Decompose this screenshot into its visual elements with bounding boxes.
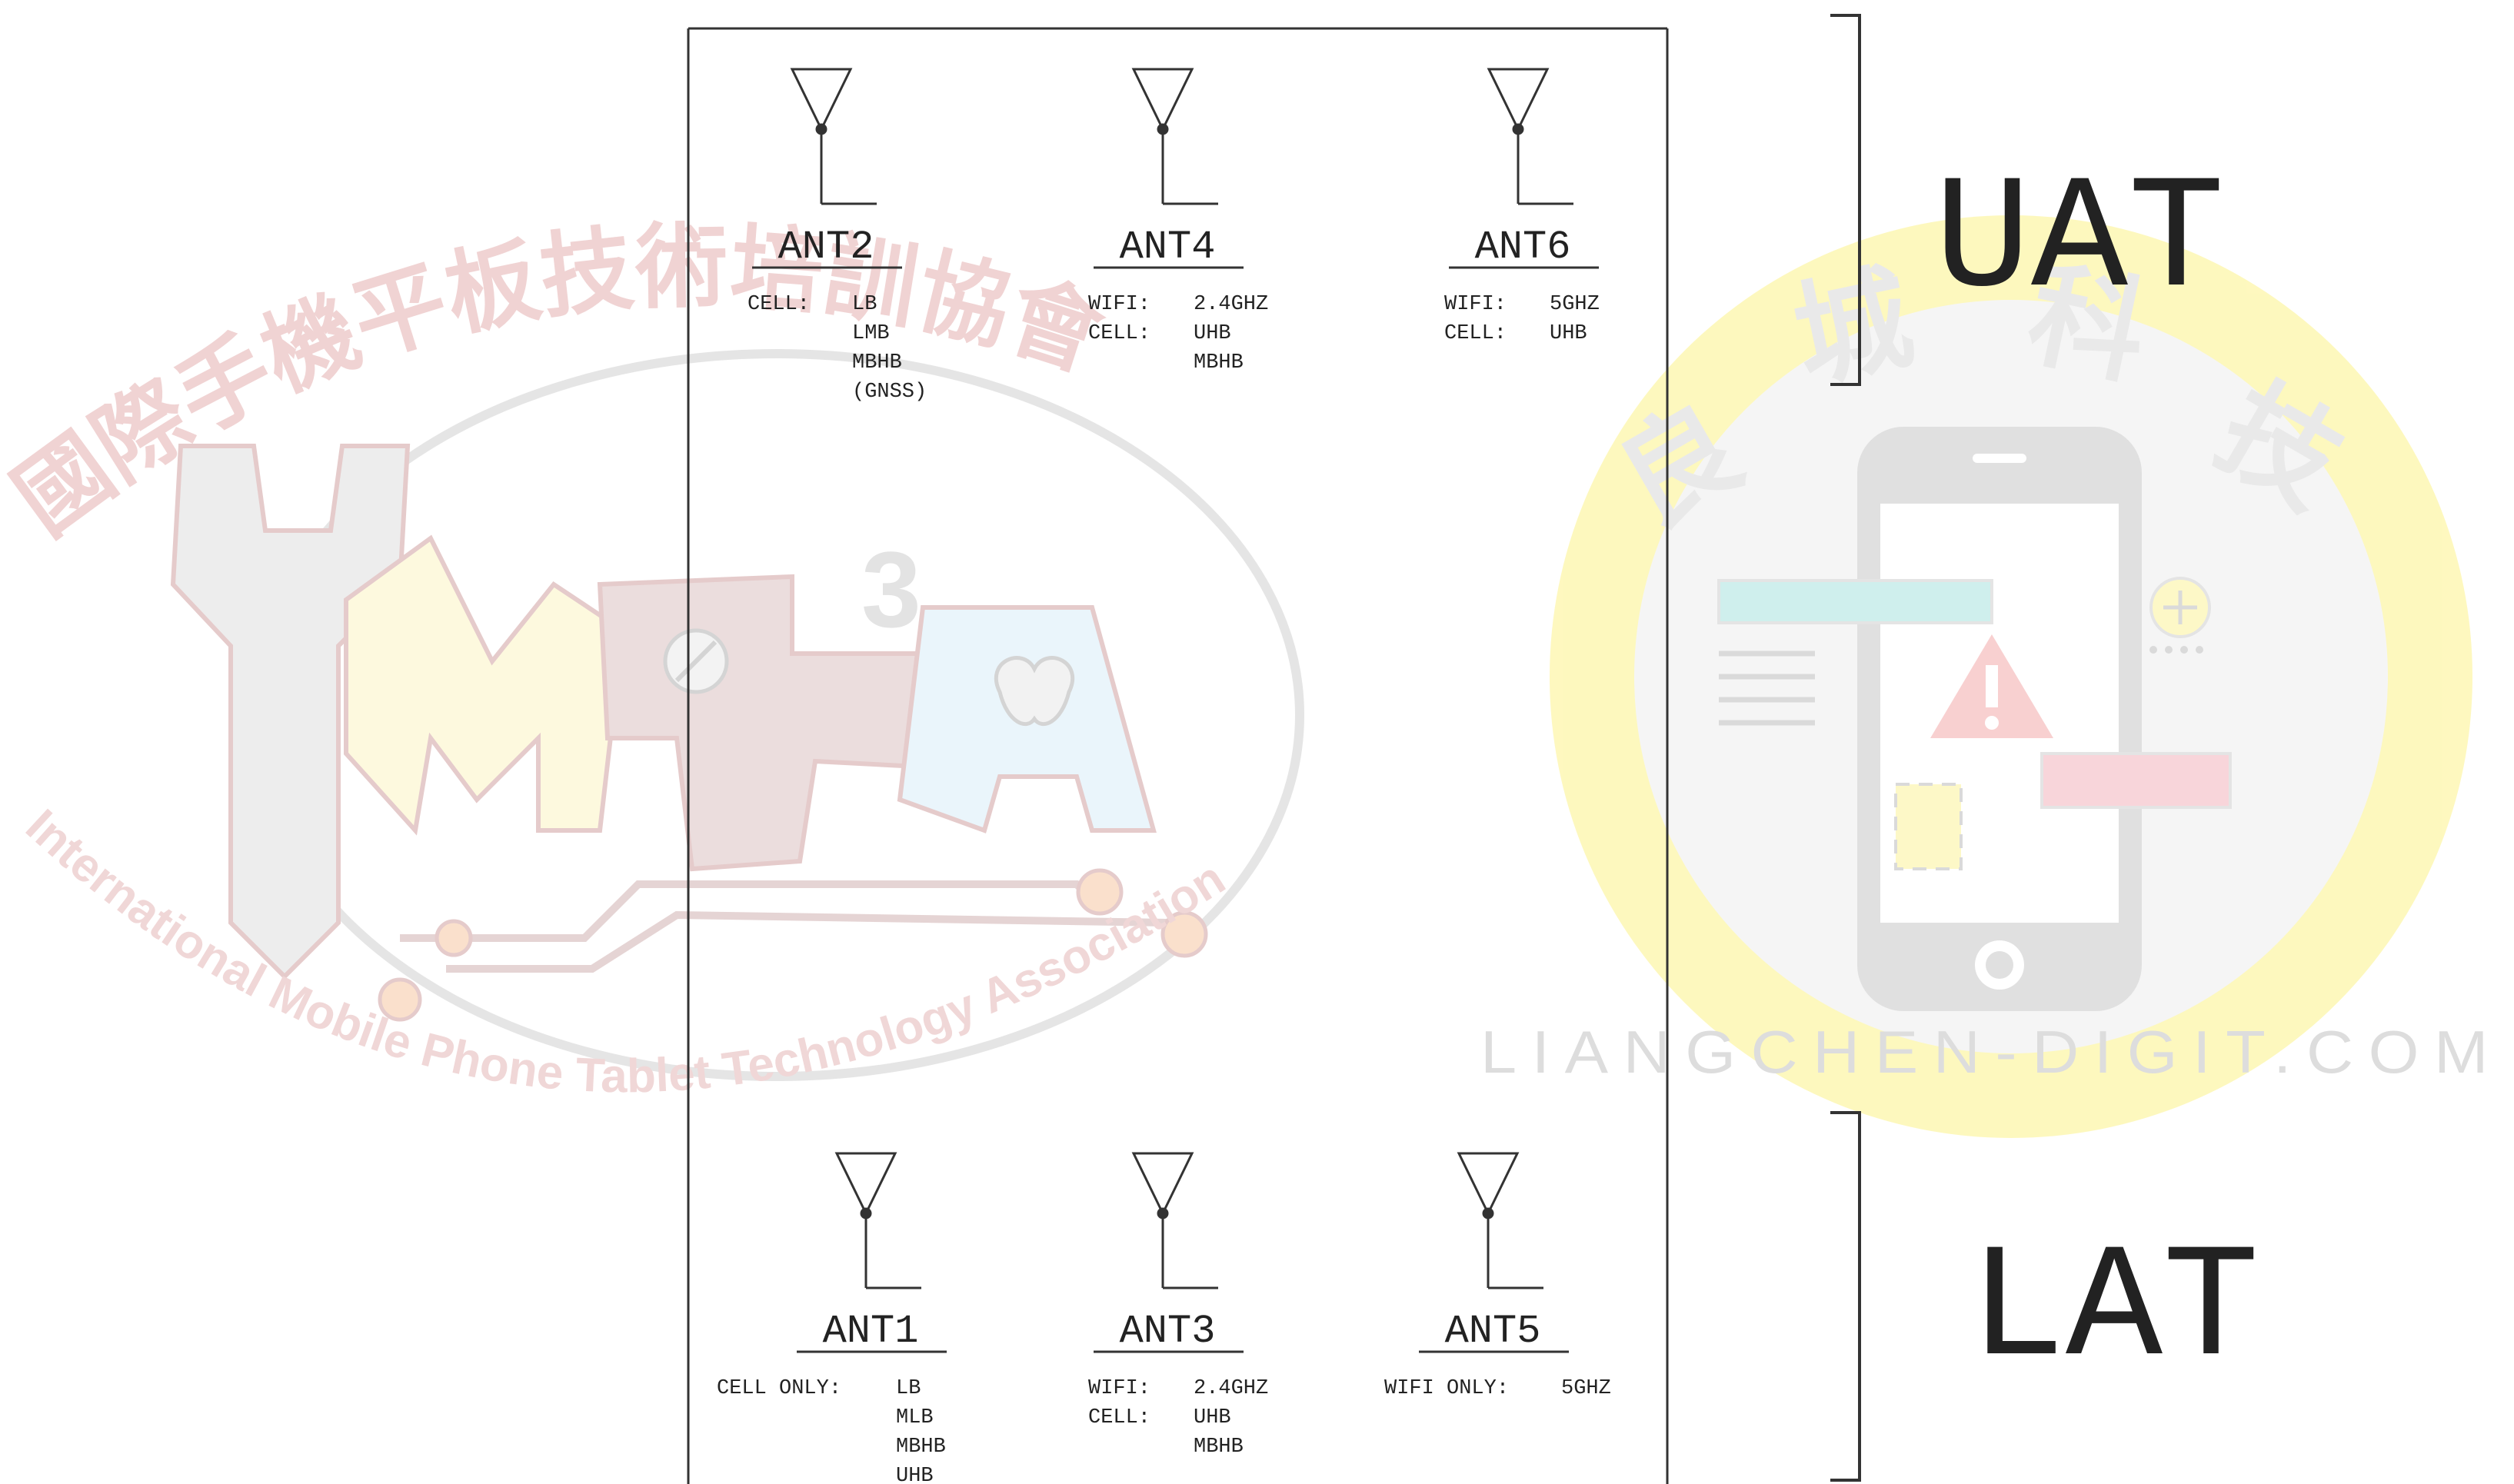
antenna-icon (1487, 68, 1573, 205)
antenna-icon (1131, 68, 1218, 205)
band-value: 5GHZ (1550, 293, 1600, 316)
band-key: CELL: (1444, 322, 1507, 345)
watermark-char: 科 (2018, 248, 2158, 399)
lat-bracket (1830, 1111, 1861, 1482)
band-key: CELL: (1088, 1406, 1150, 1429)
wrench-logo: 3 (170, 444, 1208, 1022)
watermark-url: LIANGCHEN-DIGIT.COM (1480, 1018, 2503, 1086)
band-value: MBHB (1194, 1436, 1244, 1459)
band-value: UHB (1550, 322, 1587, 345)
band-value: UHB (1194, 1406, 1231, 1429)
uat-label: UAT (1934, 151, 2225, 334)
band-value: (GNSS) (852, 381, 927, 404)
antenna-label: ANT1 (823, 1309, 919, 1354)
watermark-char: 城 (1783, 252, 1923, 403)
band-key: CELL: (748, 293, 810, 316)
svg-text:3: 3 (861, 529, 921, 650)
antenna-label: ANT5 (1445, 1309, 1541, 1354)
device-outline (687, 27, 1669, 1484)
antenna-label: ANT3 (1120, 1309, 1216, 1354)
band-value: 2.4GHZ (1194, 1377, 1268, 1400)
antenna-label: ANT6 (1475, 225, 1571, 270)
band-value: LMB (852, 322, 890, 345)
antenna-label: ANT2 (778, 225, 874, 270)
band-key: WIFI: (1088, 293, 1150, 316)
antenna-icon (1457, 1152, 1543, 1289)
band-value: MBHB (1194, 351, 1244, 374)
lat-label: LAT (1969, 1219, 2259, 1402)
impta-watermark: 國際手機平板技術培訓協會 3 International Mobile Phon… (0, 215, 1304, 1103)
band-value: MBHB (852, 351, 902, 374)
band-key: WIFI: (1088, 1377, 1150, 1400)
band-value: LB (852, 293, 877, 316)
phone-icon (1717, 427, 2232, 1011)
liangchen-watermark: 良 城 科 技 LIANGCHEN-DIGIT.COM (1480, 215, 2503, 1138)
band-value: 2.4GHZ (1194, 293, 1268, 316)
band-value: MLB (896, 1406, 934, 1429)
band-key: CELL: (1088, 322, 1150, 345)
antenna-label: ANT4 (1120, 225, 1216, 270)
band-value: UHB (1194, 322, 1231, 345)
band-value: UHB (896, 1465, 934, 1484)
uat-bracket (1830, 14, 1861, 386)
band-key: WIFI: (1444, 293, 1507, 316)
antenna-icon (1131, 1152, 1218, 1289)
band-value: LB (896, 1377, 921, 1400)
antenna-icon (834, 1152, 921, 1289)
antenna-icon (790, 68, 877, 205)
band-value: 5GHZ (1561, 1377, 1611, 1400)
band-key: WIFI ONLY: (1384, 1377, 1509, 1400)
band-key: CELL ONLY: (717, 1377, 841, 1400)
band-value: MBHB (896, 1436, 946, 1459)
